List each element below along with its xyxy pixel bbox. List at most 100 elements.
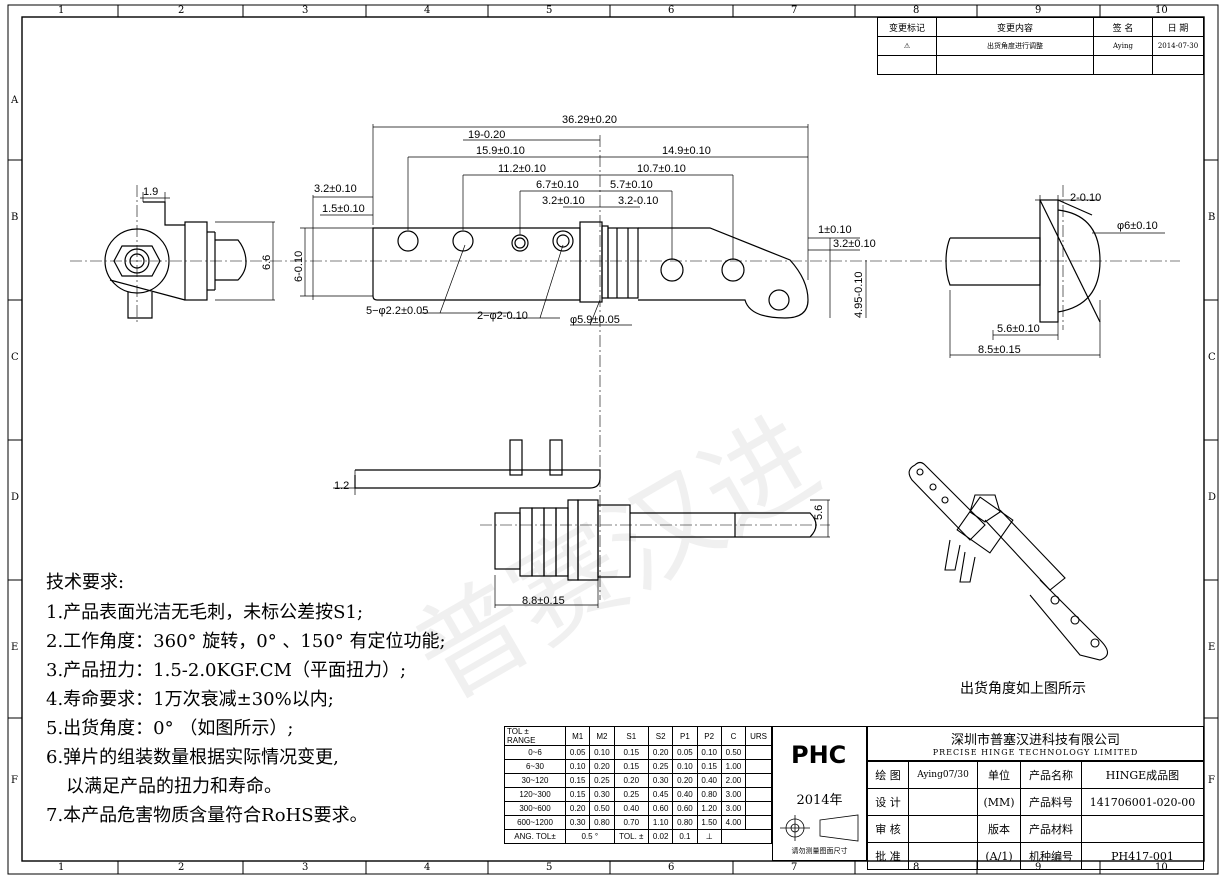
zone-col-9: 9 — [1035, 5, 1042, 16]
tolerance-table: TOL ±RANGE M1 M2 S1 S2 P1 P2 C URS 0~6 0… — [504, 726, 773, 844]
shipping-note: 出货角度如上图所示 — [960, 681, 1086, 697]
field-label: 机种编号 — [1020, 842, 1082, 870]
tol-header: P1 — [672, 726, 698, 746]
rev-header-signer: 签 名 — [1093, 17, 1153, 37]
dim-10-7: 10.7±0.10 — [637, 163, 686, 175]
rev-header-mark: 变更标记 — [877, 17, 937, 37]
zone-col-4: 4 — [424, 5, 431, 16]
unit-value: (MM) — [977, 788, 1021, 816]
field-label: 产品名称 — [1020, 761, 1082, 789]
field-label: 产品料号 — [1020, 788, 1082, 816]
tech-item: 以满足产品的扭力和寿命。 — [66, 776, 282, 797]
drawer-value: Aying07/30 — [908, 761, 978, 789]
rev-empty — [1093, 55, 1153, 75]
tech-item: 6.弹片的组装数量根据实际情况变更, — [46, 747, 339, 768]
tol-cell: 0.25 — [613, 787, 650, 802]
rev-empty — [1152, 55, 1204, 75]
tol-range: 120~300 — [504, 787, 566, 802]
tol-cell: 0.30 — [564, 815, 591, 830]
tol-cell — [745, 801, 772, 816]
tol-ang-value: 0.5 ° — [565, 829, 615, 844]
main-front-view — [372, 221, 809, 319]
role-value — [908, 815, 978, 843]
dim-2: 2-0.10 — [1070, 192, 1102, 204]
tol-cell: 0.40 — [613, 801, 650, 816]
tol-header: C — [720, 726, 747, 746]
year: 2014年 — [796, 793, 843, 808]
tol-cell: 0.15 — [564, 773, 591, 788]
zone-row-d: D — [11, 492, 20, 503]
dim-14-9: 14.9±0.10 — [662, 145, 711, 157]
dim-3-2-right: 3.2-0.10 — [618, 195, 659, 207]
tech-item: 4.寿命要求：1万次衰减±30%以内; — [46, 689, 334, 710]
tol-cell: 0.25 — [589, 773, 615, 788]
dim-15-9: 15.9±0.10 — [476, 145, 525, 157]
tol-cell: 0.15 — [613, 759, 650, 774]
inner-border — [21, 16, 1205, 862]
zone-row-b: B — [11, 212, 19, 223]
role-label: 绘 图 — [867, 761, 909, 789]
tol-cell: 0.80 — [696, 787, 722, 802]
tol-cell: 0.20 — [672, 773, 698, 788]
tol-ang-label: ANG. TOL± — [504, 829, 566, 844]
center-lines — [70, 135, 1180, 600]
zone-row-a: A — [11, 95, 19, 106]
tol-cell: 0.50 — [589, 801, 615, 816]
dim-11-2: 11.2±0.10 — [498, 163, 547, 175]
tol-header: P2 — [696, 726, 722, 746]
field-value: PH417-001 — [1081, 842, 1204, 870]
zone-col-6-bottom: 6 — [668, 862, 675, 873]
dim-shaft-dia: φ5.9±0.05 — [570, 314, 620, 326]
right-end-view — [945, 199, 1101, 323]
dim-2-holes: 2−φ2-0.10 — [477, 310, 528, 322]
tol-cell: 0.60 — [648, 801, 674, 816]
dim-6-6: 6.6 — [261, 254, 273, 270]
dim-1: 1±0.10 — [818, 224, 852, 236]
zone-row-b-right: B — [1208, 212, 1216, 223]
rev-empty — [877, 55, 937, 75]
dim-5-6-right: 5.6±0.10 — [997, 323, 1040, 335]
dim-1-5: 1.5±0.10 — [322, 203, 365, 215]
tol-cell: 0.10 — [696, 745, 722, 760]
tol-cell — [745, 773, 772, 788]
tol-cell: 1.20 — [696, 801, 722, 816]
company-name-en: PRECISE HINGE TECHNOLOGY LIMITED — [932, 748, 1139, 757]
dim-5-7: 5.7±0.10 — [610, 179, 653, 191]
rev-date: 2014-07-30 — [1152, 36, 1204, 56]
tol-cell: 0.15 — [613, 745, 650, 760]
version-label: 版本 — [977, 815, 1021, 843]
zone-row-e: E — [11, 642, 19, 653]
tol-cell: 2.00 — [720, 773, 747, 788]
tol-cell — [745, 759, 772, 774]
zone-col-2-bottom: 2 — [178, 862, 185, 873]
role-value — [908, 842, 978, 870]
zone-row-d-right: D — [1208, 492, 1217, 503]
projection-note: 请勿测量图面尺寸 — [791, 847, 848, 855]
tol-range: 600~1200 — [504, 815, 566, 830]
tol-range: 0~6 — [504, 745, 566, 760]
tol-header: S1 — [613, 726, 650, 746]
rev-signer: Aying — [1093, 36, 1153, 56]
title-block-grid: 绘 图 Aying07/30 单位 产品名称 HINGE成品图 设 计 (MM)… — [867, 761, 1204, 870]
tech-item: 5.出货角度：0° （如图所示）; — [46, 718, 294, 739]
field-value: HINGE成品图 — [1081, 761, 1204, 789]
tol-position: 0.1 — [672, 829, 698, 844]
tech-item: 1.产品表面光洁无毛刺，未标公差按S1; — [46, 602, 364, 623]
field-value: 141706001-020-00 — [1081, 788, 1204, 816]
tol-cell: 0.10 — [564, 759, 591, 774]
tol-cell: 0.15 — [564, 787, 591, 802]
zone-col-3: 3 — [302, 5, 309, 16]
watermark: 普赛汉进 — [394, 393, 839, 724]
rev-mark: ⚠ — [877, 36, 937, 56]
revision-table: 变更标记 变更内容 签 名 日 期 ⚠ 出货角度进行调整 Aying 2014-… — [877, 17, 1204, 75]
zone-row-c: C — [11, 352, 19, 363]
tol-cell — [745, 787, 772, 802]
logo-panel: PHC 2014年 请勿测量图面尺寸 — [772, 726, 867, 861]
unit-label: 单位 — [977, 761, 1021, 789]
dim-6: 6-0.10 — [293, 250, 305, 282]
zone-row-f-right: F — [1208, 775, 1215, 786]
